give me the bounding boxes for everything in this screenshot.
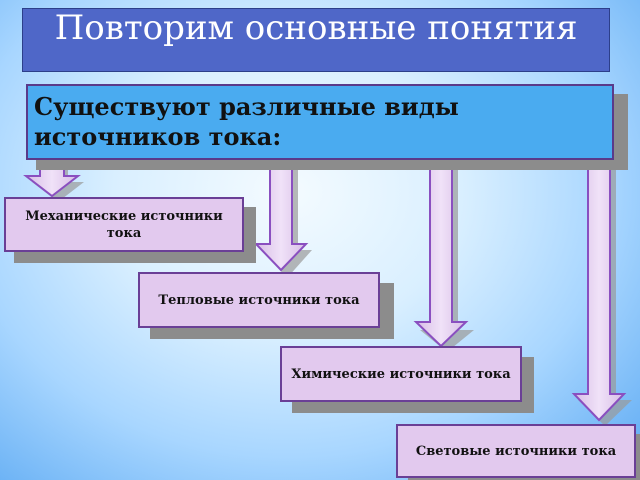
slide-title-text: Повторим основные понятия <box>54 8 578 48</box>
item-thermal-label: Тепловые источники тока <box>158 292 360 308</box>
item-light-label: Световые источники тока <box>415 443 617 459</box>
item-chemical: Химические источники тока <box>280 346 522 402</box>
slide-title: Повторим основные понятия <box>22 8 610 72</box>
item-light: Световые источники тока <box>396 424 636 478</box>
item-thermal: Тепловые источники тока <box>138 272 380 328</box>
arrow-to-thermal <box>253 159 309 272</box>
arrow-to-chemical <box>413 159 469 348</box>
main-statement-text: Существуют различные виды источников ток… <box>34 92 459 151</box>
item-chemical-label: Химические источники тока <box>291 366 511 382</box>
item-mechanical-label: Механические источники тока <box>25 208 223 241</box>
arrow-to-light <box>571 157 627 422</box>
main-statement-box: Существуют различные виды источников ток… <box>26 84 614 160</box>
item-mechanical: Механические источники тока <box>4 197 244 252</box>
